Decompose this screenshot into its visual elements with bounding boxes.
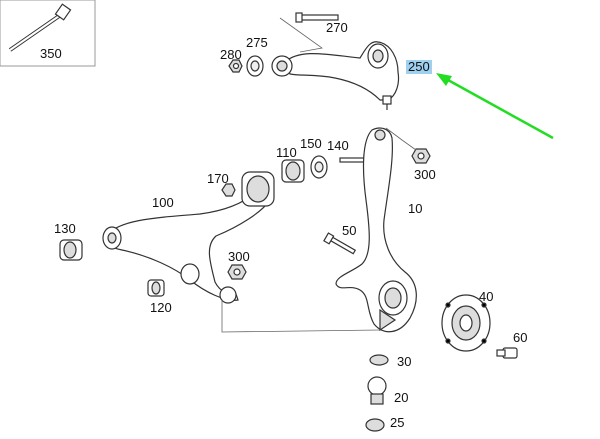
part-110-bushing (281, 159, 305, 183)
callout-275: 275 (246, 35, 268, 50)
inset-frame (0, 0, 96, 67)
part-130-bushing (59, 239, 83, 261)
part-100-lower-arm (102, 171, 275, 304)
callout-130: 130 (54, 221, 76, 236)
callout-350: 350 (40, 46, 62, 61)
part-25-nut (365, 418, 385, 432)
callout-50: 50 (342, 223, 357, 238)
callout-280: 280 (220, 47, 242, 62)
part-120-bushing (147, 279, 165, 297)
callout-60: 60 (513, 330, 528, 345)
part-30-nut (369, 354, 389, 366)
callout-270: 270 (326, 20, 348, 35)
callout-40: 40 (479, 289, 494, 304)
part-250-upper-arm (271, 41, 400, 110)
part-50-bolt (323, 232, 357, 255)
part-170-nut (221, 183, 236, 197)
part-150-washer (310, 155, 328, 179)
green-pointer-arrow-icon (436, 73, 554, 140)
callout-100: 100 (152, 195, 174, 210)
part-10-steering-knuckle (335, 127, 417, 333)
callout-140: 140 (327, 138, 349, 153)
callout-110: 110 (276, 145, 297, 160)
part-40-wheel-hub (441, 294, 491, 352)
leader-lower-arm (221, 300, 381, 333)
callout-300-upper: 300 (414, 167, 436, 182)
callout-300-lower: 300 (228, 249, 250, 264)
callout-150: 150 (300, 136, 322, 151)
part-275-washer (246, 55, 264, 77)
callout-20: 20 (394, 390, 409, 405)
callout-120: 120 (150, 300, 172, 315)
part-280-nut (228, 59, 243, 73)
callout-10: 10 (408, 201, 423, 216)
part-300-nut-lower (227, 264, 247, 280)
leader-upper-nut (385, 127, 417, 151)
part-300-nut-upper (411, 148, 431, 164)
callout-25: 25 (390, 415, 405, 430)
callout-170: 170 (207, 171, 229, 186)
callout-30: 30 (397, 354, 412, 369)
leader-270 (279, 17, 324, 53)
part-350-bolt (8, 3, 72, 52)
callout-250-highlighted: 250 (406, 59, 432, 74)
part-270-bolt (295, 12, 339, 23)
part-60-bolt (496, 347, 518, 359)
part-20-ball-joint (367, 376, 387, 405)
